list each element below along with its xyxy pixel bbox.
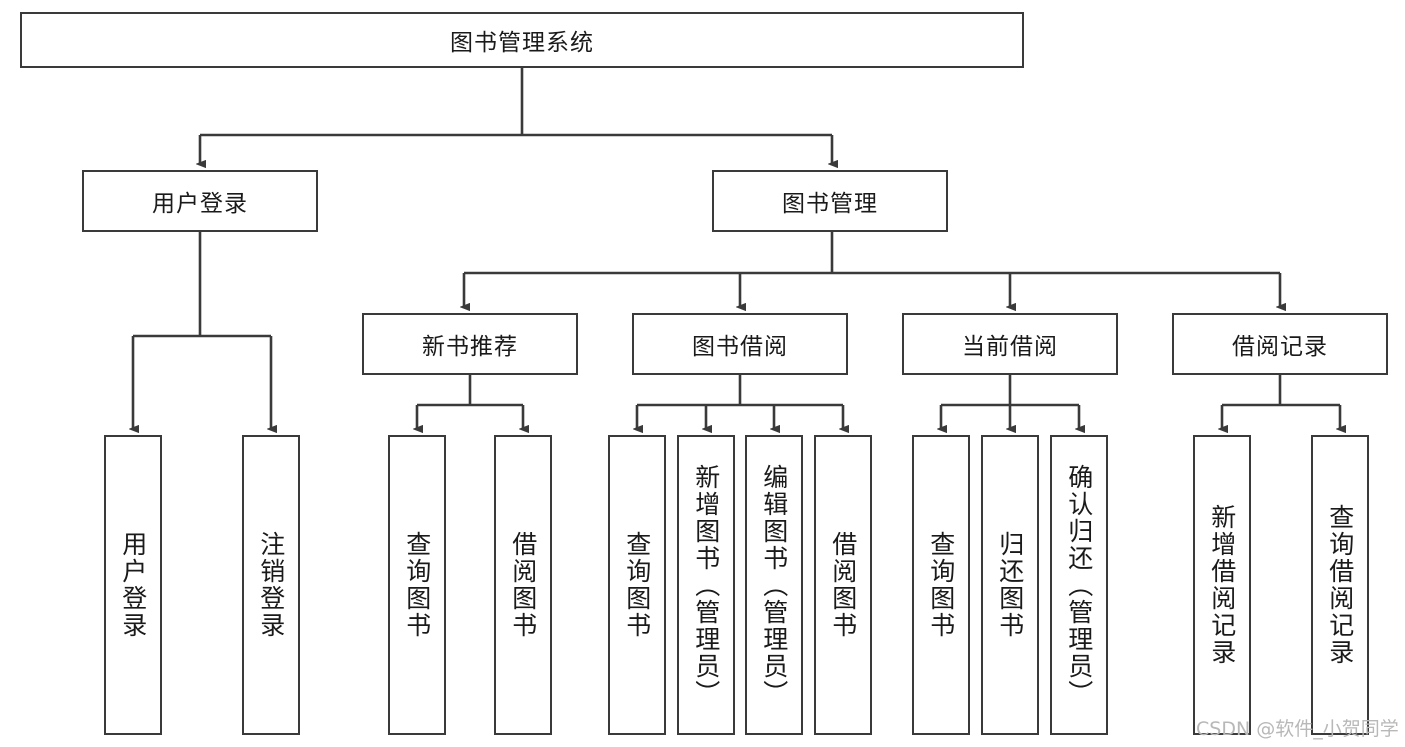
node-label: 查询图书 bbox=[622, 531, 652, 639]
node-leaf-add-book[interactable]: 新增图书（管理员） bbox=[677, 435, 735, 735]
node-label: 新书推荐 bbox=[422, 334, 518, 360]
node-label: 归还图书 bbox=[995, 531, 1025, 639]
node-new-book-recommend[interactable]: 新书推荐 bbox=[362, 313, 578, 375]
node-leaf-edit-book[interactable]: 编辑图书（管理员） bbox=[745, 435, 803, 735]
node-leaf-query-book-3[interactable]: 查询图书 bbox=[912, 435, 970, 735]
node-leaf-add-record[interactable]: 新增借阅记录 bbox=[1193, 435, 1251, 735]
node-book-management-system[interactable]: 图书管理系统 bbox=[20, 12, 1024, 68]
node-leaf-borrow-book-2[interactable]: 借阅图书 bbox=[814, 435, 872, 735]
node-leaf-confirm-return[interactable]: 确认归还（管理员） bbox=[1050, 435, 1108, 735]
node-leaf-borrow-book-1[interactable]: 借阅图书 bbox=[494, 435, 552, 735]
node-label: 当前借阅 bbox=[962, 334, 1058, 360]
node-label: 查询借阅记录 bbox=[1325, 504, 1355, 666]
node-leaf-user-login[interactable]: 用户登录 bbox=[104, 435, 162, 735]
node-leaf-query-record[interactable]: 查询借阅记录 bbox=[1311, 435, 1369, 735]
node-label: 确认归还（管理员） bbox=[1064, 464, 1094, 707]
node-book-borrow[interactable]: 图书借阅 bbox=[632, 313, 848, 375]
csdn-watermark: CSDN @软件_小贺同学 bbox=[1196, 718, 1399, 740]
node-label: 图书管理系统 bbox=[450, 30, 594, 56]
node-leaf-query-book-1[interactable]: 查询图书 bbox=[388, 435, 446, 735]
node-label: 借阅图书 bbox=[508, 531, 538, 639]
node-label: 用户登录 bbox=[152, 191, 248, 217]
node-borrow-record[interactable]: 借阅记录 bbox=[1172, 313, 1388, 375]
node-label: 注销登录 bbox=[256, 531, 286, 639]
node-label: 图书管理 bbox=[782, 191, 878, 217]
node-leaf-return-book[interactable]: 归还图书 bbox=[981, 435, 1039, 735]
node-user-login[interactable]: 用户登录 bbox=[82, 170, 318, 232]
node-label: 新增借阅记录 bbox=[1207, 504, 1237, 666]
node-label: 查询图书 bbox=[402, 531, 432, 639]
node-label: 图书借阅 bbox=[692, 334, 788, 360]
node-leaf-query-book-2[interactable]: 查询图书 bbox=[608, 435, 666, 735]
node-label: 借阅记录 bbox=[1232, 334, 1328, 360]
node-label: 用户登录 bbox=[118, 531, 148, 639]
node-leaf-logout-login[interactable]: 注销登录 bbox=[242, 435, 300, 735]
node-label: 新增图书（管理员） bbox=[691, 464, 721, 707]
node-label: 查询图书 bbox=[926, 531, 956, 639]
node-label: 编辑图书（管理员） bbox=[759, 464, 789, 707]
node-current-borrow[interactable]: 当前借阅 bbox=[902, 313, 1118, 375]
node-label: 借阅图书 bbox=[828, 531, 858, 639]
node-book-manage[interactable]: 图书管理 bbox=[712, 170, 948, 232]
